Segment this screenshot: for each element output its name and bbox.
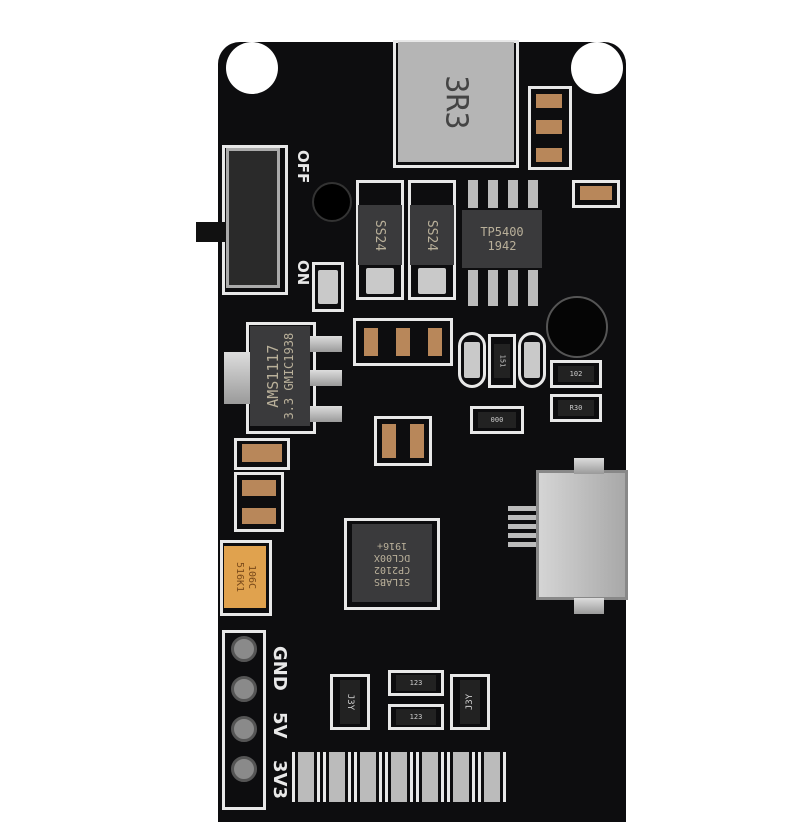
- header-pin[interactable]: [231, 756, 257, 782]
- resistor-outline: [550, 360, 602, 388]
- led: [464, 342, 480, 378]
- regulator-pin: [310, 370, 342, 386]
- capacitor-array: [353, 318, 453, 366]
- capacitor: [410, 424, 424, 458]
- capacitor-outline: [572, 180, 620, 208]
- switch-outline: [222, 145, 288, 295]
- resistor-outline: [470, 406, 524, 434]
- buzzer-hole: [546, 296, 608, 358]
- jumper: J3Y: [460, 680, 480, 724]
- regulator-tab: [224, 352, 250, 404]
- capacitor-outline: [528, 86, 572, 170]
- capacitor: [536, 148, 562, 162]
- resistor: 000: [478, 412, 516, 428]
- micro-usb-port[interactable]: [536, 470, 628, 600]
- via-hole: [312, 182, 352, 222]
- resistor-outline: [488, 334, 516, 388]
- on-label: ON: [294, 260, 312, 286]
- resistor-outline: [388, 670, 444, 696]
- led-outline: [518, 332, 546, 388]
- jumper: J3Y: [340, 680, 360, 724]
- switch-lever[interactable]: [196, 222, 226, 242]
- header-pin[interactable]: [231, 676, 257, 702]
- diode-outline: [356, 180, 404, 300]
- diode-outline: [408, 180, 456, 300]
- diode: SS24: [410, 205, 454, 265]
- capacitor: [242, 480, 276, 496]
- led: [524, 342, 540, 378]
- diode: SS24: [358, 205, 402, 265]
- resistor-outline: [388, 704, 444, 730]
- 5v-label: 5V: [269, 712, 290, 739]
- resistor: R30: [558, 400, 594, 416]
- capacitor: [364, 328, 378, 356]
- jumper-outline: [330, 674, 370, 730]
- capacitor: [580, 186, 612, 200]
- regulator-pin: [310, 406, 342, 422]
- capacitor: [428, 328, 442, 356]
- capacitor: [536, 120, 562, 134]
- chip-pins: [468, 270, 538, 306]
- capacitor: [318, 270, 338, 304]
- header-pin[interactable]: [231, 636, 257, 662]
- inductor: 3R3: [398, 42, 514, 162]
- resistor: 151: [494, 344, 510, 378]
- resistor-row: [292, 752, 508, 802]
- led-outline: [458, 332, 486, 388]
- mounting-hole: [571, 42, 623, 94]
- mounting-hole: [226, 42, 278, 94]
- capacitor-outline: [374, 416, 432, 466]
- regulator-pin: [310, 336, 342, 352]
- gnd-label: GND: [269, 646, 290, 691]
- usb-mount-tab: [574, 598, 604, 614]
- capacitor-outline: [234, 438, 290, 470]
- power-switch[interactable]: [226, 148, 280, 288]
- usb-pins: [508, 506, 540, 550]
- resistor: 123: [396, 675, 436, 691]
- capacitor-outline: [234, 472, 284, 532]
- header-pin[interactable]: [231, 716, 257, 742]
- capacitor-outline: [312, 262, 344, 312]
- diode-pad: [418, 268, 446, 294]
- capacitor: [382, 424, 396, 458]
- resistor: 123: [396, 709, 436, 725]
- capacitor: [242, 508, 276, 524]
- capacitor: [536, 94, 562, 108]
- inductor-outline: [393, 40, 519, 168]
- resistor-outline: [550, 394, 602, 422]
- chip-outline: [344, 518, 440, 610]
- jumper-outline: [450, 674, 490, 730]
- 3v3-label: 3V3: [269, 760, 290, 799]
- capacitor: [396, 328, 410, 356]
- diode-pad: [366, 268, 394, 294]
- off-label: OFF: [294, 150, 312, 184]
- chip-pins: [468, 180, 538, 208]
- resistor: 102: [558, 366, 594, 382]
- capacitor: [242, 444, 282, 462]
- usb-mount-tab: [574, 458, 604, 474]
- tantalum-outline: [220, 540, 272, 616]
